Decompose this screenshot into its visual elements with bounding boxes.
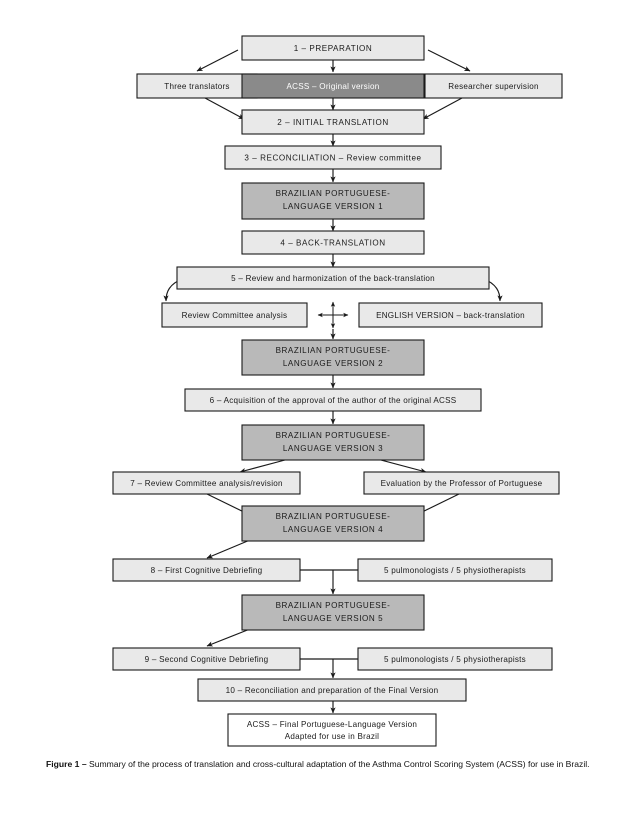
- edge-version5-to-second-debriefing: [206, 628, 251, 647]
- node-author-approval-label: 6 – Acquisition of the approval of the a…: [210, 396, 457, 405]
- node-professor-evaluation[interactable]: Evaluation by the Professor of Portugues…: [363, 471, 560, 495]
- edge-prep-to-researcher-supervision: [427, 49, 471, 72]
- figure-caption: Figure 1 – Summary of the process of tra…: [46, 758, 614, 770]
- node-back-translation[interactable]: 4 – BACK-TRANSLATION: [241, 230, 425, 255]
- node-review-committee-analysis[interactable]: Review Committee analysis: [161, 302, 308, 328]
- figure-caption-label: Figure 1 –: [46, 759, 87, 769]
- edge-version3-to-professor-evaluation: [380, 459, 427, 474]
- edge-prep-to-three-translators: [196, 49, 239, 72]
- node-final-version-label-line1: ACSS – Final Portuguese-Language Version: [247, 720, 417, 729]
- node-initial-translation-label: 2 – INITIAL TRANSLATION: [277, 118, 388, 127]
- node-initial-translation[interactable]: 2 – INITIAL TRANSLATION: [241, 109, 425, 135]
- node-acss-original-version-label: ACSS – Original version: [286, 82, 379, 91]
- node-preparation[interactable]: 1 – PREPARATION: [241, 35, 425, 61]
- node-second-cognitive-debriefing-label: 9 – Second Cognitive Debriefing: [145, 655, 269, 664]
- node-version1[interactable]: BRAZILIAN PORTUGUESE- LANGUAGE VERSION 1: [241, 182, 425, 220]
- node-final-version-label-line2: Adapted for use in Brazil: [285, 732, 379, 741]
- node-version2-label-line2: LANGUAGE VERSION 2: [283, 359, 383, 368]
- node-version4[interactable]: BRAZILIAN PORTUGUESE- LANGUAGE VERSION 4: [241, 505, 425, 542]
- node-researcher-supervision[interactable]: Researcher supervision: [424, 73, 563, 99]
- node-three-translators-label: Three translators: [164, 82, 229, 91]
- node-three-translators[interactable]: Three translators: [136, 73, 258, 99]
- node-reconciliation-review-committee-label: 3 – RECONCILIATION – Review committee: [244, 154, 421, 163]
- node-panel-pulmonologists-2[interactable]: 5 pulmonologists / 5 physiotherapists: [357, 647, 553, 671]
- node-second-cognitive-debriefing[interactable]: 9 – Second Cognitive Debriefing: [112, 647, 301, 671]
- node-version5-label-line1: BRAZILIAN PORTUGUESE-: [276, 601, 391, 610]
- node-version1-label-line2: LANGUAGE VERSION 1: [283, 202, 383, 211]
- node-panel-pulmonologists-1[interactable]: 5 pulmonologists / 5 physiotherapists: [357, 558, 553, 582]
- flowchart-svg: 1 – PREPARATION Three translators ACSS –…: [112, 35, 563, 747]
- four-way-cross-icon: [317, 301, 349, 329]
- node-version3[interactable]: BRAZILIAN PORTUGUESE- LANGUAGE VERSION 3: [241, 424, 425, 461]
- node-acss-original-version[interactable]: ACSS – Original version: [241, 73, 425, 99]
- node-researcher-supervision-label: Researcher supervision: [448, 82, 539, 91]
- node-version3-label-line1: BRAZILIAN PORTUGUESE-: [276, 431, 391, 440]
- node-first-cognitive-debriefing[interactable]: 8 – First Cognitive Debriefing: [112, 558, 301, 582]
- edge-three-translators-to-initial-translation: [204, 97, 245, 120]
- edge-version3-to-committee-revision: [239, 459, 286, 474]
- node-final-reconciliation-label: 10 – Reconciliation and preparation of t…: [226, 686, 439, 695]
- node-professor-evaluation-label: Evaluation by the Professor of Portugues…: [381, 479, 543, 488]
- node-version2[interactable]: BRAZILIAN PORTUGUESE- LANGUAGE VERSION 2: [241, 339, 425, 376]
- node-version4-label-line1: BRAZILIAN PORTUGUESE-: [276, 512, 391, 521]
- node-review-harmonization-label: 5 – Review and harmonization of the back…: [231, 274, 435, 283]
- node-back-translation-label: 4 – BACK-TRANSLATION: [280, 239, 385, 248]
- node-english-version-back-translation-label: ENGLISH VERSION – back-translation: [376, 311, 525, 320]
- node-final-version[interactable]: ACSS – Final Portuguese-Language Version…: [227, 713, 437, 747]
- node-final-reconciliation[interactable]: 10 – Reconciliation and preparation of t…: [197, 678, 467, 702]
- node-version5-label-line2: LANGUAGE VERSION 5: [283, 614, 383, 623]
- node-committee-analysis-revision-label: 7 – Review Committee analysis/revision: [130, 479, 283, 488]
- node-committee-analysis-revision[interactable]: 7 – Review Committee analysis/revision: [112, 471, 301, 495]
- edge-version4-to-first-debriefing: [206, 539, 251, 559]
- node-author-approval[interactable]: 6 – Acquisition of the approval of the a…: [184, 388, 482, 412]
- edge-debriefing1-connector: [300, 569, 358, 595]
- node-preparation-label: 1 – PREPARATION: [294, 44, 373, 53]
- node-panel-pulmonologists-1-label: 5 pulmonologists / 5 physiotherapists: [384, 566, 526, 575]
- edge-researcher-supervision-to-initial-translation: [422, 97, 463, 120]
- figure-caption-text: Summary of the process of translation an…: [86, 759, 590, 769]
- node-panel-pulmonologists-2-label: 5 pulmonologists / 5 physiotherapists: [384, 655, 526, 664]
- node-review-harmonization[interactable]: 5 – Review and harmonization of the back…: [176, 266, 490, 290]
- node-first-cognitive-debriefing-label: 8 – First Cognitive Debriefing: [151, 566, 263, 575]
- node-review-committee-analysis-label: Review Committee analysis: [182, 311, 288, 320]
- node-version3-label-line2: LANGUAGE VERSION 3: [283, 444, 383, 453]
- node-reconciliation-review-committee[interactable]: 3 – RECONCILIATION – Review committee: [224, 145, 442, 170]
- edge-debriefing2-connector: [300, 658, 358, 679]
- node-english-version-back-translation[interactable]: ENGLISH VERSION – back-translation: [358, 302, 543, 328]
- node-version5[interactable]: BRAZILIAN PORTUGUESE- LANGUAGE VERSION 5: [241, 594, 425, 631]
- node-version4-label-line2: LANGUAGE VERSION 4: [283, 525, 383, 534]
- node-version1-label-line1: BRAZILIAN PORTUGUESE-: [276, 189, 391, 198]
- node-version2-label-line1: BRAZILIAN PORTUGUESE-: [276, 346, 391, 355]
